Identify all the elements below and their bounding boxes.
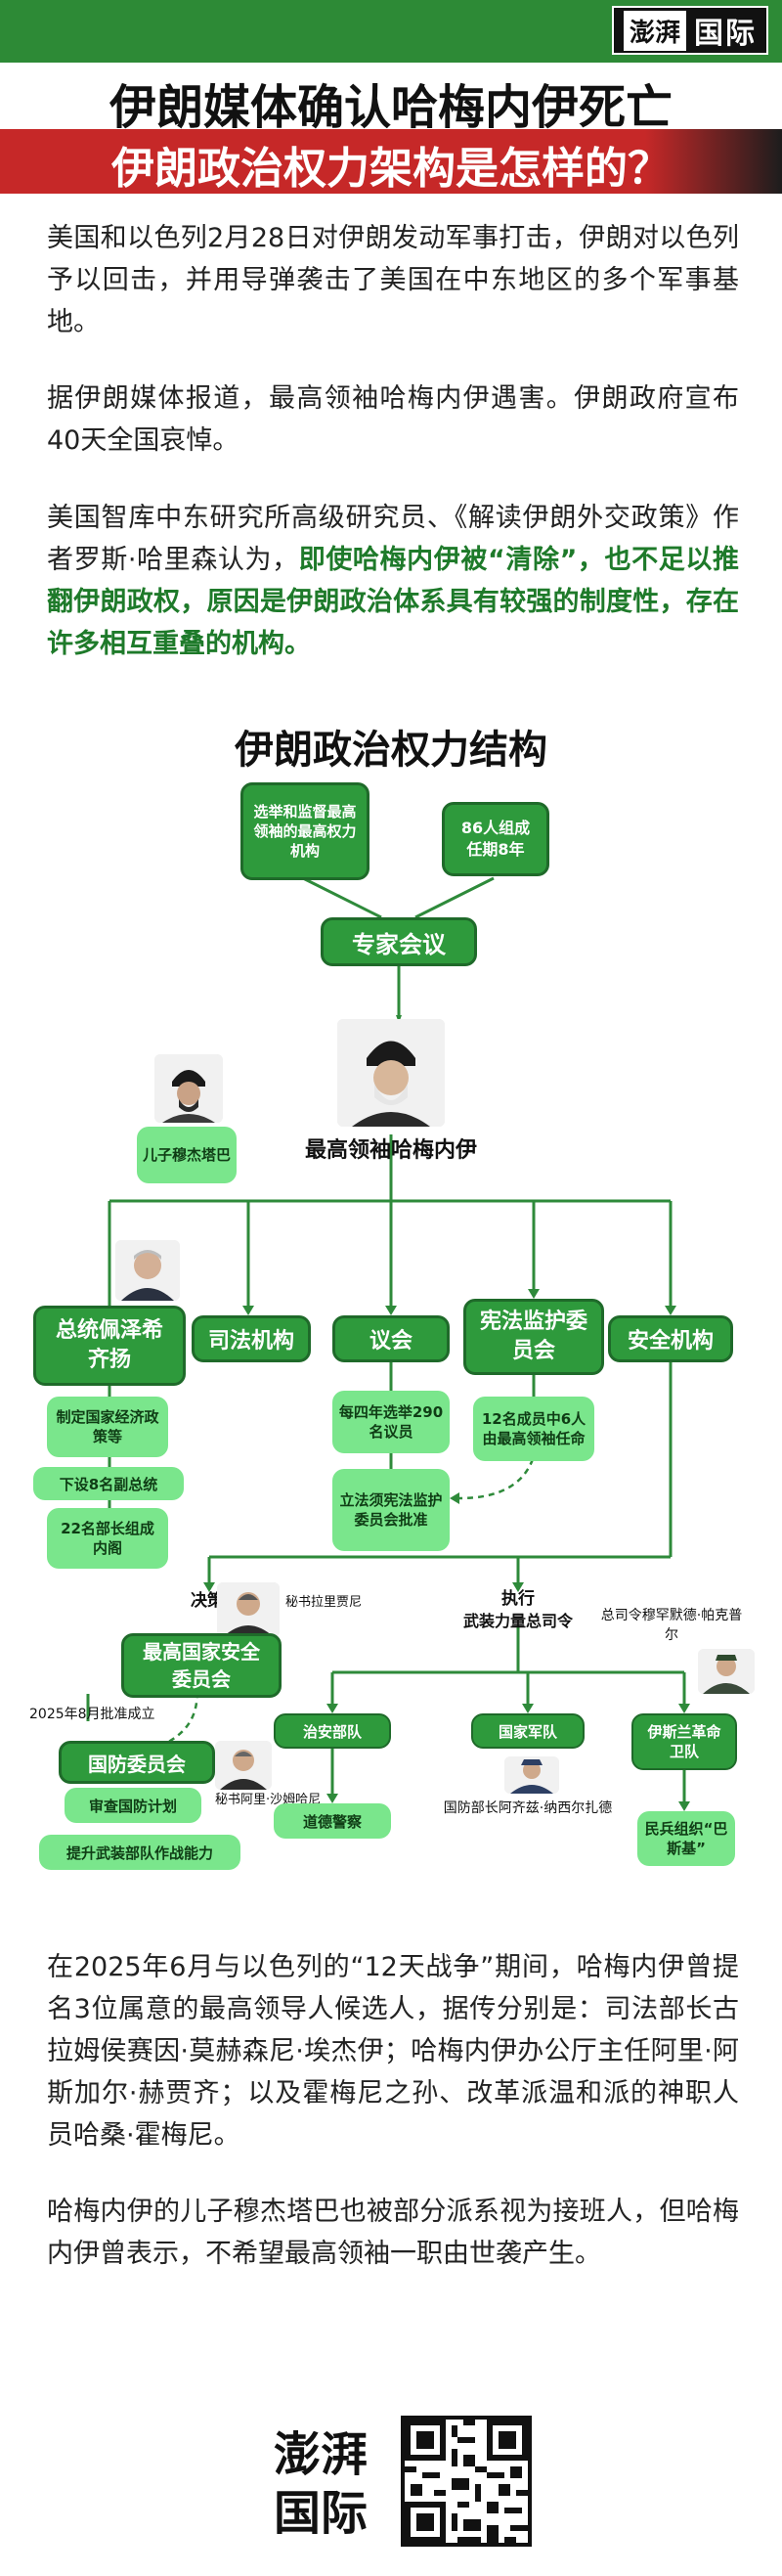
irgc-node: 伊斯兰革命卫队	[631, 1713, 737, 1770]
execution-label: 执行	[501, 1589, 535, 1609]
snsc-node: 最高国家安全委员会	[121, 1633, 282, 1698]
defense-sub-capability: 提升武装部队作战能力	[39, 1835, 240, 1870]
assembly-note-role: 选举和监督最高领袖的最高权力机构	[240, 782, 369, 880]
headline-band	[0, 129, 782, 194]
top-bar: 澎湃 国际	[0, 0, 782, 63]
guardian-council-node: 宪法监护委员会	[463, 1299, 604, 1375]
footer-logo: 澎湃国际	[273, 2427, 368, 2541]
diagram-connectors	[86, 876, 690, 1811]
portrait-icon	[504, 1756, 559, 1794]
president-sub-cabinet: 22名部长组成内阁	[47, 1508, 168, 1569]
parliament-sub-election: 每四年选举290名议员	[332, 1391, 450, 1453]
diagram-title: 伊朗政治权力结构	[235, 728, 547, 773]
defense-council-node: 国防委员会	[59, 1741, 215, 1784]
connector-note1-assembly	[302, 876, 382, 919]
judiciary-node: 司法机构	[192, 1315, 311, 1362]
president-sub-economy: 制定国家经济政策等	[47, 1397, 168, 1457]
paragraph-1: 美国和以色列2月28日对伊朗发动军事打击，伊朗对以色列予以回击，并用导弹袭击了美…	[47, 223, 739, 337]
secretary-larijani: 秘书拉里贾尼	[285, 1595, 363, 1610]
armed-forces-hq-label: 武装力量总司令	[462, 1612, 573, 1630]
headline-line-1: 伊朗媒体确认哈梅内伊死亡	[109, 80, 673, 135]
assembly-of-experts: 专家会议	[321, 917, 477, 966]
paragraph-3-highlight: 即使哈梅内伊被“清除”，也不足以推翻伊朗政权，原因是伊朗政治体系具有较强的制度性…	[47, 545, 739, 659]
brand-section: 国际	[694, 17, 757, 51]
decision-label: 决策	[191, 1591, 224, 1611]
parliament-sub-approval: 立法须宪法监护委员会批准	[332, 1469, 450, 1551]
basij-node: 民兵组织“巴斯基”	[637, 1811, 735, 1866]
son-label: 儿子穆杰塔巴	[137, 1127, 237, 1183]
paragraph-3-plain: 美国智库中东研究所高级研究员、《解读伊朗外交政策》作者罗斯·哈里森认为，	[47, 503, 739, 575]
paragraph-2: 据伊朗媒体报道，最高领袖哈梅内伊遇害。伊朗政府宣布40天全国哀悼。	[47, 383, 739, 456]
portrait-icon	[217, 1582, 280, 1637]
law-enforcement-node: 治安部队	[274, 1713, 391, 1749]
president-node: 总统佩泽希齐扬	[33, 1306, 186, 1386]
guardian-council-sub: 12名成员中6人由最高领袖任命	[473, 1397, 594, 1461]
qr-code-icon	[401, 2416, 532, 2547]
headline-line-2: 伊朗政治权力架构是怎样的？	[111, 144, 671, 194]
portrait-icon	[337, 1019, 445, 1127]
supreme-leader-label: 最高领袖哈梅内伊	[304, 1138, 477, 1163]
portrait-icon	[115, 1240, 180, 1301]
security-node: 安全机构	[608, 1315, 733, 1362]
morality-police-node: 道德警察	[274, 1803, 391, 1839]
president-sub-vice: 下设8名副总统	[33, 1467, 184, 1500]
army-node: 国家军队	[471, 1713, 585, 1749]
power-structure-diagram: 选举和监督最高领袖的最高权力机构 86人组成任期8年 专家会议 最高领袖哈梅内伊…	[0, 763, 782, 1917]
portrait-icon	[698, 1649, 755, 1694]
defense-sub-review: 审查国防计划	[65, 1788, 201, 1823]
parliament-node: 议会	[332, 1315, 450, 1362]
commander-label: 总司令穆罕默德·帕克普尔	[600, 1608, 743, 1643]
paragraph-4: 在2025年6月与以色列的“12天战争”期间，哈梅内伊曾提名3位属意的最高领导人…	[47, 1952, 739, 2151]
paragraph-3: 美国智库中东研究所高级研究员、《解读伊朗外交政策》作者罗斯·哈里森认为，即使哈梅…	[47, 497, 739, 665]
established-note: 2025年8月批准成立	[29, 1707, 155, 1722]
brand-logo: 澎湃	[623, 10, 686, 51]
portrait-icon	[215, 1741, 272, 1790]
defense-minister-label: 国防部长阿齐兹·纳西尔扎德	[443, 1800, 613, 1816]
paragraph-5: 哈梅内伊的儿子穆杰塔巴也被部分派系视为接班人，但哈梅内伊曾表示，不希望最高领袖一…	[47, 2197, 739, 2269]
portrait-icon	[154, 1054, 223, 1123]
assembly-note-size: 86人组成任期8年	[442, 802, 549, 876]
brand-badge: 澎湃 国际	[611, 6, 768, 55]
